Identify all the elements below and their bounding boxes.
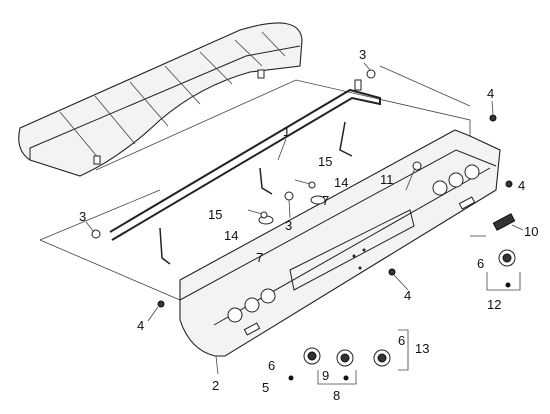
callout-7-right: 7 xyxy=(322,193,329,208)
callout-12: 12 xyxy=(487,297,501,312)
callout-7-left: 7 xyxy=(256,250,263,265)
callout-1: 1 xyxy=(283,124,290,139)
tubular-frame-part-1 xyxy=(109,79,381,265)
callout-9: 9 xyxy=(322,368,329,383)
callout-15-upper: 15 xyxy=(318,154,332,169)
callout-3-left: 3 xyxy=(79,209,86,224)
small-parts xyxy=(91,69,521,385)
callout-6-bottom: 6 xyxy=(268,358,275,373)
callout-4-left: 4 xyxy=(137,318,144,333)
callout-14-lower: 14 xyxy=(224,228,238,243)
callout-13: 13 xyxy=(415,341,429,356)
callout-4-top-right: 4 xyxy=(487,86,494,101)
callout-3-top: 3 xyxy=(359,47,366,62)
callout-2: 2 xyxy=(212,378,219,393)
seat xyxy=(18,22,303,177)
callout-14-upper: 14 xyxy=(334,175,348,190)
callout-8: 8 xyxy=(333,388,340,403)
callout-6-right: 6 xyxy=(477,256,484,271)
callout-11: 11 xyxy=(380,172,394,187)
callout-4-right: 4 xyxy=(518,178,525,193)
leader-lines xyxy=(85,62,524,375)
rear-frame-part-2 xyxy=(179,129,501,357)
callout-labels: 1 2 3 3 3 4 4 4 4 5 6 6 6 7 7 8 9 10 11 … xyxy=(79,47,538,403)
callout-15-lower: 15 xyxy=(208,207,222,222)
callout-4-center: 4 xyxy=(404,288,411,303)
callout-5: 5 xyxy=(262,380,269,395)
callout-6-bottom-right: 6 xyxy=(398,333,405,348)
callout-10: 10 xyxy=(524,224,538,239)
callout-3-center: 3 xyxy=(285,218,292,233)
